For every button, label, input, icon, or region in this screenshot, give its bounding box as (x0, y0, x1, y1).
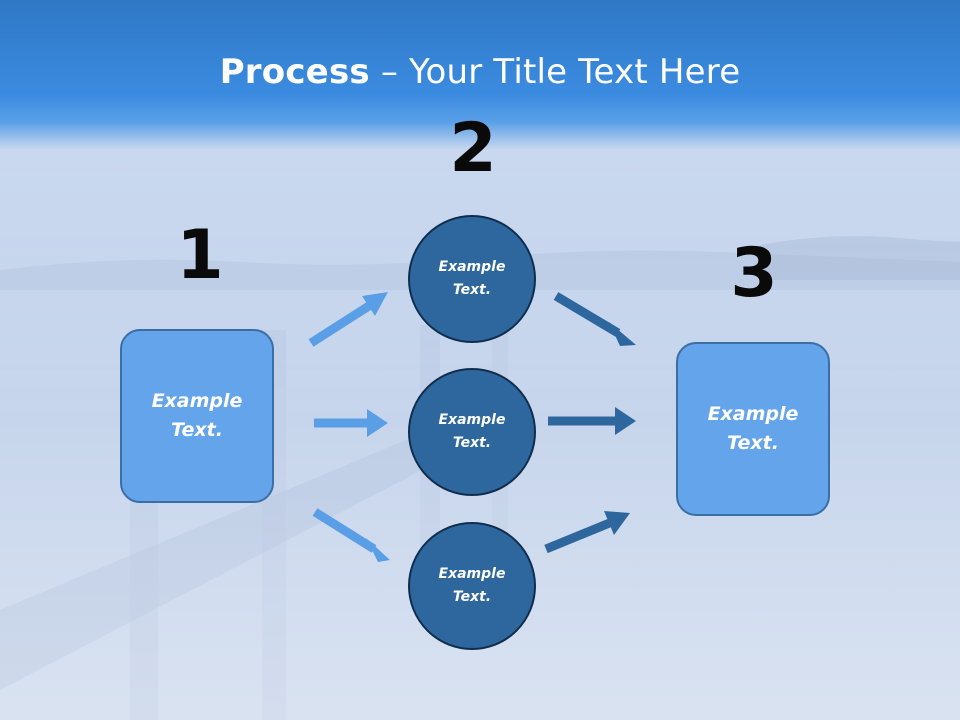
title-rest: – Your Title Text Here (369, 52, 741, 92)
step-2-circle-bottom: Example Text. (408, 522, 536, 650)
arrow-bottom-to-3 (544, 517, 614, 554)
step-1-text: Example Text. (151, 390, 243, 441)
step-3-box: Example Text. (676, 342, 830, 516)
arrow-1-to-top-head (362, 292, 388, 316)
step-2-circle-middle: Example Text. (408, 368, 536, 496)
slide-title: Process – Your Title Text Here (0, 52, 960, 92)
arrow-top-to-3-head (609, 322, 636, 346)
step-2-circle-top: Example Text. (408, 215, 536, 343)
circle-top-text: Example Text. (438, 259, 506, 298)
title-bold: Process (219, 52, 370, 92)
step-2-number: 2 (449, 109, 497, 188)
arrow-1-to-bottom-head (366, 538, 390, 562)
arrow-top-to-3 (553, 292, 621, 337)
arrow-1-to-top (308, 300, 375, 347)
arrow-middle-to-3-head (615, 407, 636, 435)
arrow-1-to-middle-head (367, 409, 388, 437)
step-1-number: 1 (176, 216, 224, 295)
circle-bottom-text: Example Text. (438, 566, 506, 605)
circle-middle-text: Example Text. (438, 412, 506, 451)
arrow-1-to-bottom (312, 508, 377, 553)
step-1-box: Example Text. (120, 329, 274, 503)
arrow-bottom-to-3-head (604, 511, 630, 535)
step-3-number: 3 (730, 234, 778, 313)
step-3-text: Example Text. (707, 403, 799, 454)
